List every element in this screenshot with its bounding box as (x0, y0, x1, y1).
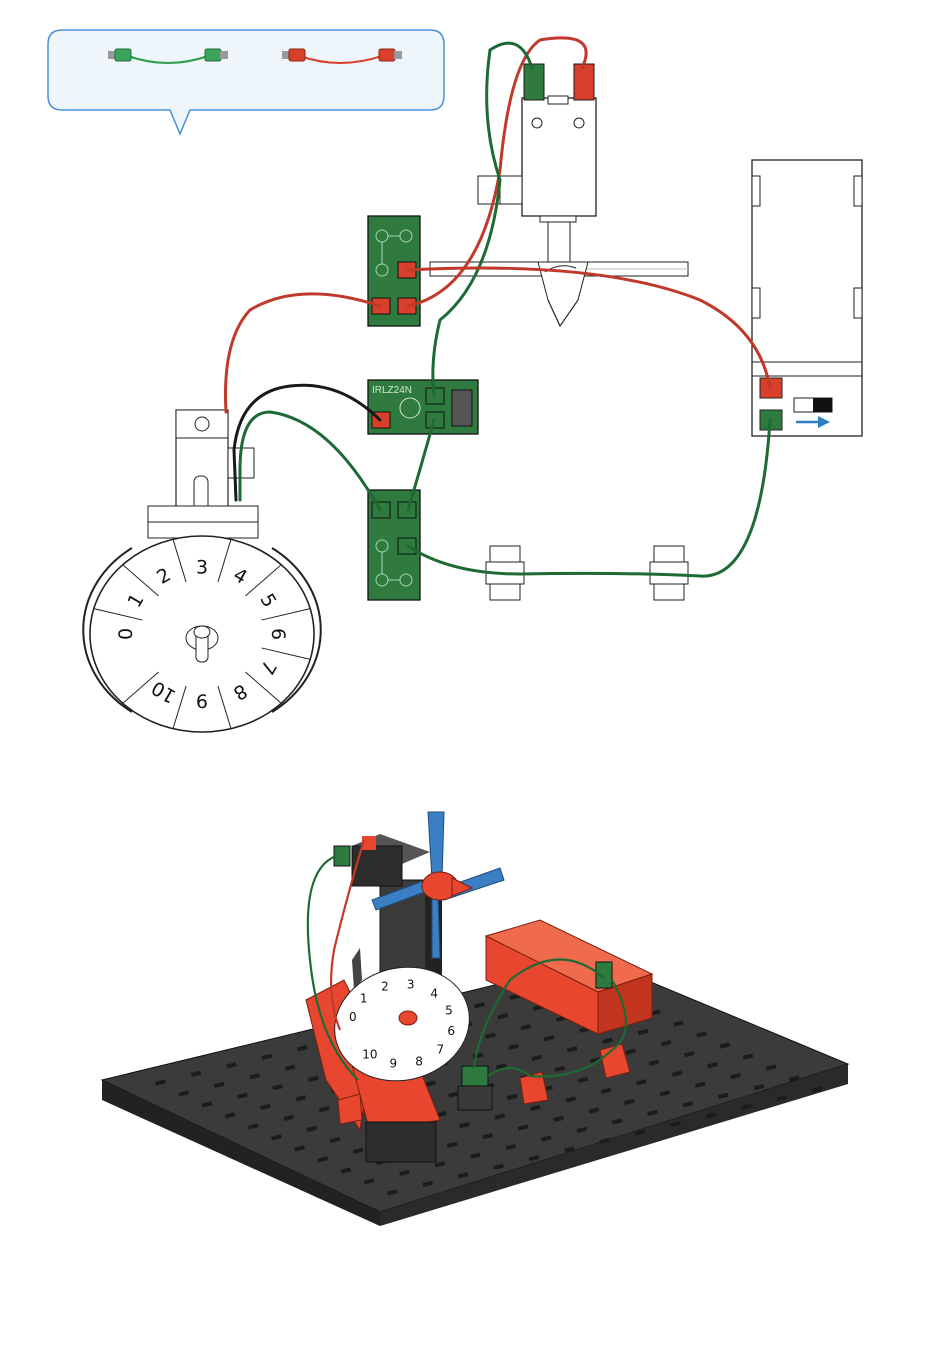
red-wire (408, 268, 770, 388)
mosfet-label: IRLZ24N (372, 385, 412, 396)
dial-label-3d: 1 (360, 991, 368, 1005)
battery-switch (794, 398, 832, 412)
connector-block-bottom (368, 490, 420, 600)
dial-label-3d: 0 (349, 1010, 357, 1024)
cable-legend-callout (48, 30, 444, 134)
dial-label-3d: 10 (362, 1048, 377, 1062)
dial-label-3d: 9 (389, 1056, 397, 1070)
wires (226, 38, 771, 576)
dial-label-3d: 5 (445, 1003, 453, 1017)
green-wire (433, 43, 532, 396)
dial-label: 0 (115, 628, 137, 640)
red-wire (226, 294, 381, 412)
dial-label-3d: 2 (381, 979, 389, 993)
dial-label-3d: 7 (436, 1043, 444, 1057)
dial-label-3d: 6 (447, 1024, 455, 1038)
dial-label: 9 (196, 690, 208, 712)
dial-label-3d: 4 (430, 986, 438, 1000)
mosfet-module: IRLZ24N (368, 380, 478, 434)
green-wire (408, 420, 770, 576)
battery-box (752, 160, 862, 436)
dial-label-3d: 8 (415, 1055, 423, 1069)
dial-label-3d: 3 (407, 978, 415, 992)
mosfet-module-3d (458, 1066, 492, 1110)
green-wire (240, 412, 380, 510)
dial-label: 3 (196, 556, 208, 578)
dial-label: 6 (267, 628, 289, 640)
black-wire (234, 385, 380, 500)
